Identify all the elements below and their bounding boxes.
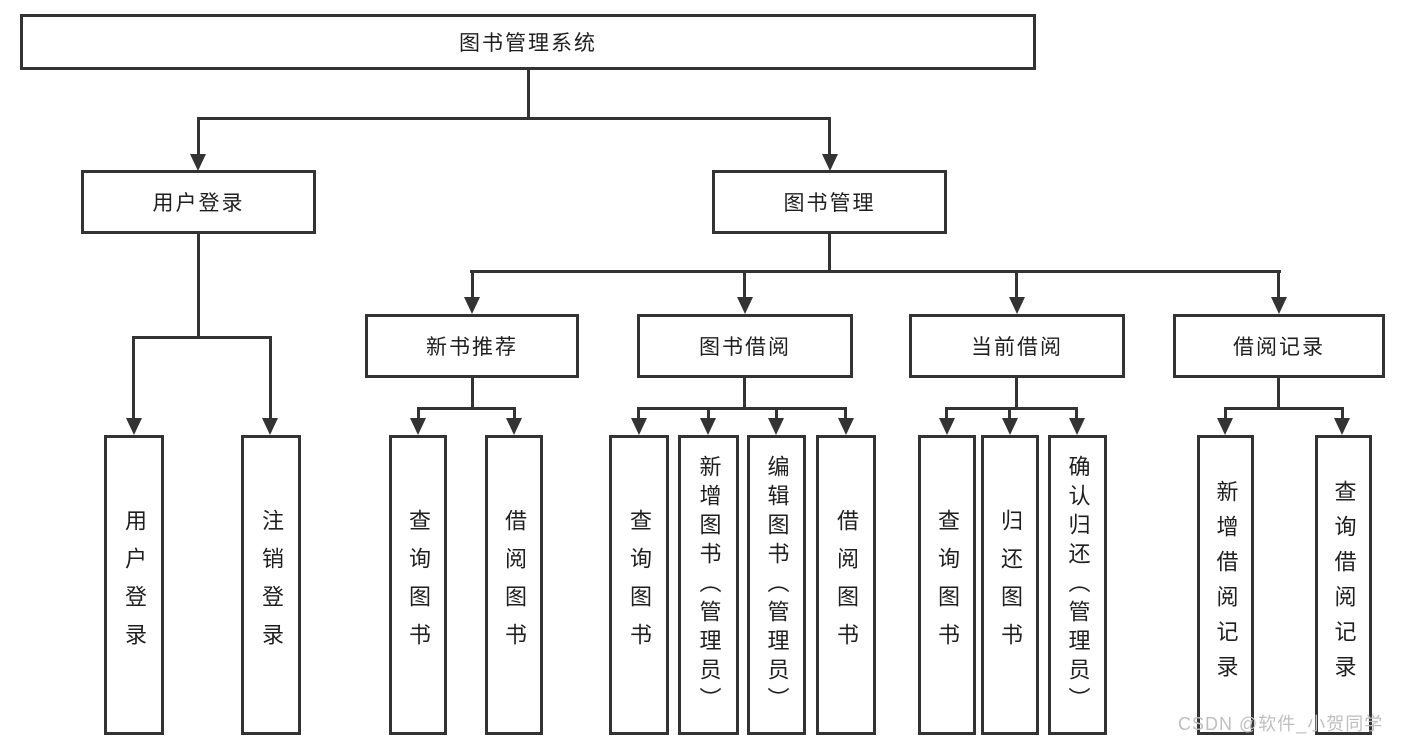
arrowhead <box>1069 418 1085 435</box>
line-segment <box>1277 378 1280 408</box>
leaf-borrow-books-borrow: 借阅图书 <box>816 435 876 735</box>
line-segment <box>132 336 272 339</box>
arrowhead <box>1002 418 1018 435</box>
line-segment <box>743 270 746 298</box>
arrowhead <box>1271 297 1287 314</box>
line-segment <box>637 407 640 419</box>
arrowhead <box>1334 418 1350 435</box>
line-segment <box>775 407 778 419</box>
leaf-add-borrow-record: 新增借阅记录 <box>1197 435 1254 735</box>
leaf-edit-book-admin: 编辑图书（管理员） <box>747 435 806 735</box>
node-current-borrow: 当前借阅 <box>909 314 1125 378</box>
line-segment <box>1015 378 1018 408</box>
line-segment <box>945 407 1078 410</box>
line-segment <box>1015 270 1018 298</box>
line-segment <box>637 407 847 410</box>
line-segment <box>417 407 420 419</box>
line-segment <box>197 234 200 337</box>
node-root: 图书管理系统 <box>20 14 1036 70</box>
arrowhead <box>737 297 753 314</box>
node-user-login: 用户登录 <box>81 170 316 234</box>
arrowhead <box>700 418 716 435</box>
line-segment <box>1224 407 1227 419</box>
node-root-label: 图书管理系统 <box>459 32 597 55</box>
line-segment <box>132 336 135 419</box>
leaf-user-login: 用户登录 <box>104 435 164 735</box>
node-user-login-label: 用户登录 <box>152 192 245 215</box>
arrowhead <box>631 418 647 435</box>
line-segment <box>470 270 1281 273</box>
arrowhead <box>126 418 142 435</box>
leaf-query-books-borrow: 查询图书 <box>609 435 669 735</box>
arrowhead <box>190 154 206 171</box>
node-new-book-recommend-label: 新书推荐 <box>426 336 518 359</box>
arrowhead <box>939 418 955 435</box>
csdn-watermark: CSDN @软件_小贺同学 <box>1178 714 1384 734</box>
line-segment <box>1008 407 1011 419</box>
leaf-return-books: 归还图书 <box>981 435 1039 735</box>
node-book-borrow: 图书借阅 <box>637 314 853 378</box>
line-segment <box>513 407 516 419</box>
arrowhead <box>838 418 854 435</box>
arrowhead <box>1217 418 1233 435</box>
line-segment <box>945 407 948 419</box>
arrowhead <box>1009 297 1025 314</box>
arrowhead <box>506 418 522 435</box>
line-segment <box>417 407 516 410</box>
line-segment <box>844 407 847 419</box>
node-book-management: 图书管理 <box>712 170 947 234</box>
line-segment <box>527 70 530 118</box>
node-borrow-records-label: 借阅记录 <box>1233 336 1325 359</box>
node-new-book-recommend: 新书推荐 <box>365 314 579 378</box>
line-segment <box>197 117 831 120</box>
node-book-management-label: 图书管理 <box>783 192 876 215</box>
arrowhead <box>822 154 838 171</box>
leaf-query-books-newbooks: 查询图书 <box>389 435 447 735</box>
node-borrow-records: 借阅记录 <box>1173 314 1385 378</box>
line-segment <box>471 270 474 298</box>
line-segment <box>269 336 272 419</box>
leaf-confirm-return-admin: 确认归还（管理员） <box>1048 435 1107 735</box>
line-segment <box>1341 407 1344 419</box>
line-segment <box>197 117 200 155</box>
leaf-logout: 注销登录 <box>241 435 301 735</box>
node-book-borrow-label: 图书借阅 <box>699 336 791 359</box>
line-segment <box>743 378 746 408</box>
line-segment <box>1277 270 1280 298</box>
line-segment <box>1075 407 1078 419</box>
line-segment <box>707 407 710 419</box>
arrowhead <box>262 418 278 435</box>
leaf-query-books-current: 查询图书 <box>918 435 976 735</box>
line-segment <box>1224 407 1344 410</box>
arrowhead <box>768 418 784 435</box>
leaf-query-borrow-record: 查询借阅记录 <box>1315 435 1372 735</box>
leaf-add-book-admin: 新增图书（管理员） <box>678 435 739 735</box>
arrowhead <box>410 418 426 435</box>
node-current-borrow-label: 当前借阅 <box>971 336 1063 359</box>
arrowhead <box>464 297 480 314</box>
line-segment <box>828 117 831 155</box>
line-segment <box>471 378 474 408</box>
leaf-borrow-books-newbooks: 借阅图书 <box>485 435 543 735</box>
line-segment <box>828 234 831 272</box>
